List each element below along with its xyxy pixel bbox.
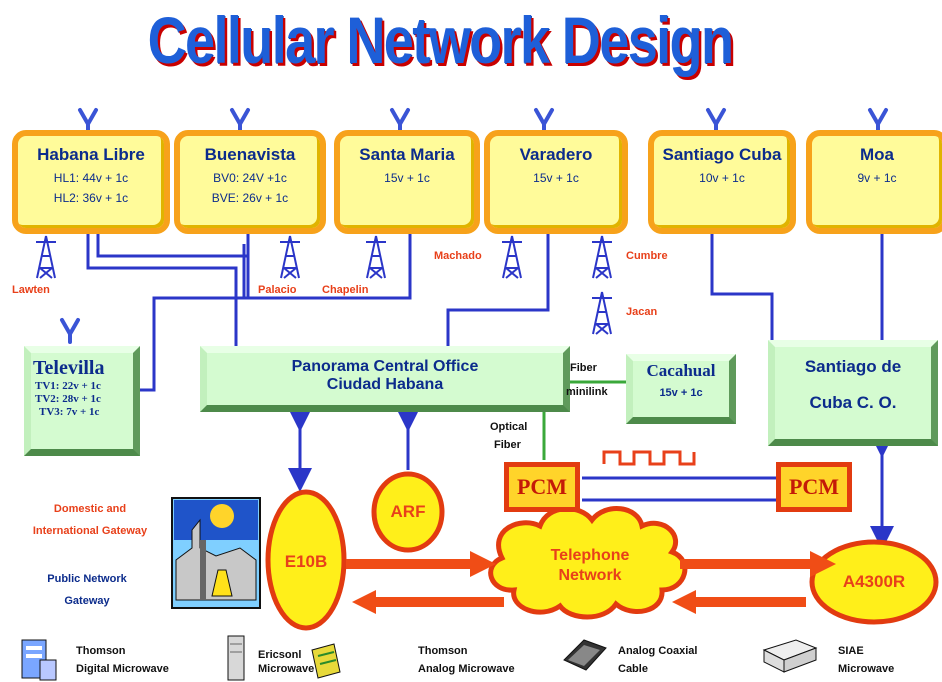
optical-fiber-line: Fiber [494,439,521,451]
public-gateway-line: Gateway [64,595,110,607]
red-arrows [346,551,836,614]
fiber-label: Fiber [570,362,597,374]
televilla-name: Televilla [33,357,105,379]
tower-icon [280,235,300,279]
legend-text: Microwave [258,663,315,675]
televilla-line: TV3: 7v + 1c [39,406,100,418]
legend-text: Digital Microwave [76,663,169,675]
page-title: Cellular Network Design [147,3,734,77]
legend-text: Analog Coaxial [618,645,698,657]
fiber-lines [542,380,630,460]
tower-icon [36,235,56,279]
optical-fiber-label: Optical Fiber [490,418,527,454]
tower-icon [502,235,522,279]
domestic-gateway-label: Domestic and International Gateway [8,498,172,542]
e10b-label: E10B [284,552,328,571]
legend-thomson-digital: Thomson Digital Microwave [76,642,169,678]
legend-ericsson: Ericsonl Microwave [258,648,314,676]
site-capacity: HL2: 36v + 1c [53,191,129,205]
domestic-gateway-line: International Gateway [32,525,148,537]
tower-label-machado: Machado [434,250,482,262]
site-antennas [60,108,888,344]
e10b-oval [265,489,347,631]
minilink-label: minilink [566,386,608,398]
public-gateway-line: Public Network [47,573,127,585]
domestic-gateway-line: Domestic and [53,503,127,515]
televilla-box: Televilla TV1: 22v + 1c TV2: 28v + 1c TV… [24,346,140,456]
tower-icon [592,291,612,335]
telephone-network-line: Telephone [550,547,630,564]
tower-icon [592,235,612,279]
site-capacity: 9v + 1c [857,171,897,185]
panorama-title: Panorama Central Office [291,358,479,375]
legend-text: Thomson [76,645,126,657]
site-habana-libre: Habana Libre HL1: 44v + 1c HL2: 36v + 1c [12,130,170,234]
optical-fiber-line: Optical [490,421,528,433]
telephone-network-label: Telephone Network [520,546,660,586]
legend-text: SIAE [838,645,864,657]
cacahual-capacity: 15v + 1c [659,387,703,399]
arf-circle [371,471,445,553]
legend-text: Thomson [418,645,468,657]
site-capacity: 15v + 1c [533,171,579,185]
square-wave-signal [602,450,696,466]
site-name: Moa [860,145,894,164]
vertical-arrows [288,408,894,550]
site-name: Buenavista [204,145,296,164]
santiago-central-office: Santiago de Cuba C. O. [768,340,938,446]
pcm-box-right: PCM [776,462,852,512]
site-varadero: Varadero 15v + 1c [484,130,628,234]
site-capacity: 15v + 1c [384,171,430,185]
tower-label-jacan: Jacan [626,306,658,318]
site-name: Santiago Cuba [662,145,782,164]
site-santa-maria: Santa Maria 15v + 1c [334,130,480,234]
legend-thomson-analog: Thomson Analog Microwave [418,642,515,678]
televilla-line: TV2: 28v + 1c [35,393,101,405]
site-capacity: BV0: 24V +1c [213,171,287,185]
site-name: Santa Maria [359,145,455,164]
site-name: Habana Libre [37,145,145,164]
site-capacity: HL1: 44v + 1c [53,171,129,185]
a4300r-label: A4300R [842,572,906,591]
panorama-central-office: Panorama Central Office Ciudad Habana [200,346,570,412]
tower-label-lawten: Lawten [12,284,50,296]
legend-icon-rack-unit [227,635,245,681]
site-name: Varadero [519,145,593,164]
legend-icon-radio-unit [762,639,818,673]
link-lines [86,228,884,502]
site-capacity: 10v + 1c [699,171,745,185]
legend-icon-circuit-board [311,643,341,679]
santiago-co-line1: Santiago de [804,357,902,376]
public-gateway-label: Public Network Gateway [20,568,154,612]
arf-label: ARF [390,502,426,521]
tower-label-chapelin: Chapelin [322,284,369,296]
legend-coaxial: Analog Coaxial Cable [618,642,697,678]
tower-icon [366,235,386,279]
santiago-co-line2: Cuba C. O. [809,393,897,412]
legend-text: Ericsonl [258,649,302,661]
gateway-illustration [171,497,261,609]
pcm-box-left: PCM [504,462,580,512]
tower-label-cumbre: Cumbre [626,250,668,262]
legend-text: Analog Microwave [418,663,515,675]
tower-label-palacio: Palacio [258,284,297,296]
telephone-network-line: Network [558,567,622,584]
site-buenavista: Buenavista BV0: 24V +1c BVE: 26v + 1c [174,130,326,234]
legend-siae: SIAE Microwave [838,642,894,678]
cacahual-box: Cacahual 15v + 1c [626,354,736,424]
legend-icon-computer-tower [21,639,57,681]
legend-icon-coaxial-device [563,639,607,671]
site-moa: Moa 9v + 1c [806,130,942,234]
cacahual-name: Cacahual [646,361,716,380]
a4300r-oval [809,539,939,625]
legend-text: Microwave [838,663,895,675]
panorama-subtitle: Ciudad Habana [326,376,444,393]
legend-text: Cable [618,663,648,675]
site-capacity: BVE: 26v + 1c [211,191,289,205]
site-santiago-cuba: Santiago Cuba 10v + 1c [648,130,796,234]
televilla-line: TV1: 22v + 1c [35,380,101,392]
